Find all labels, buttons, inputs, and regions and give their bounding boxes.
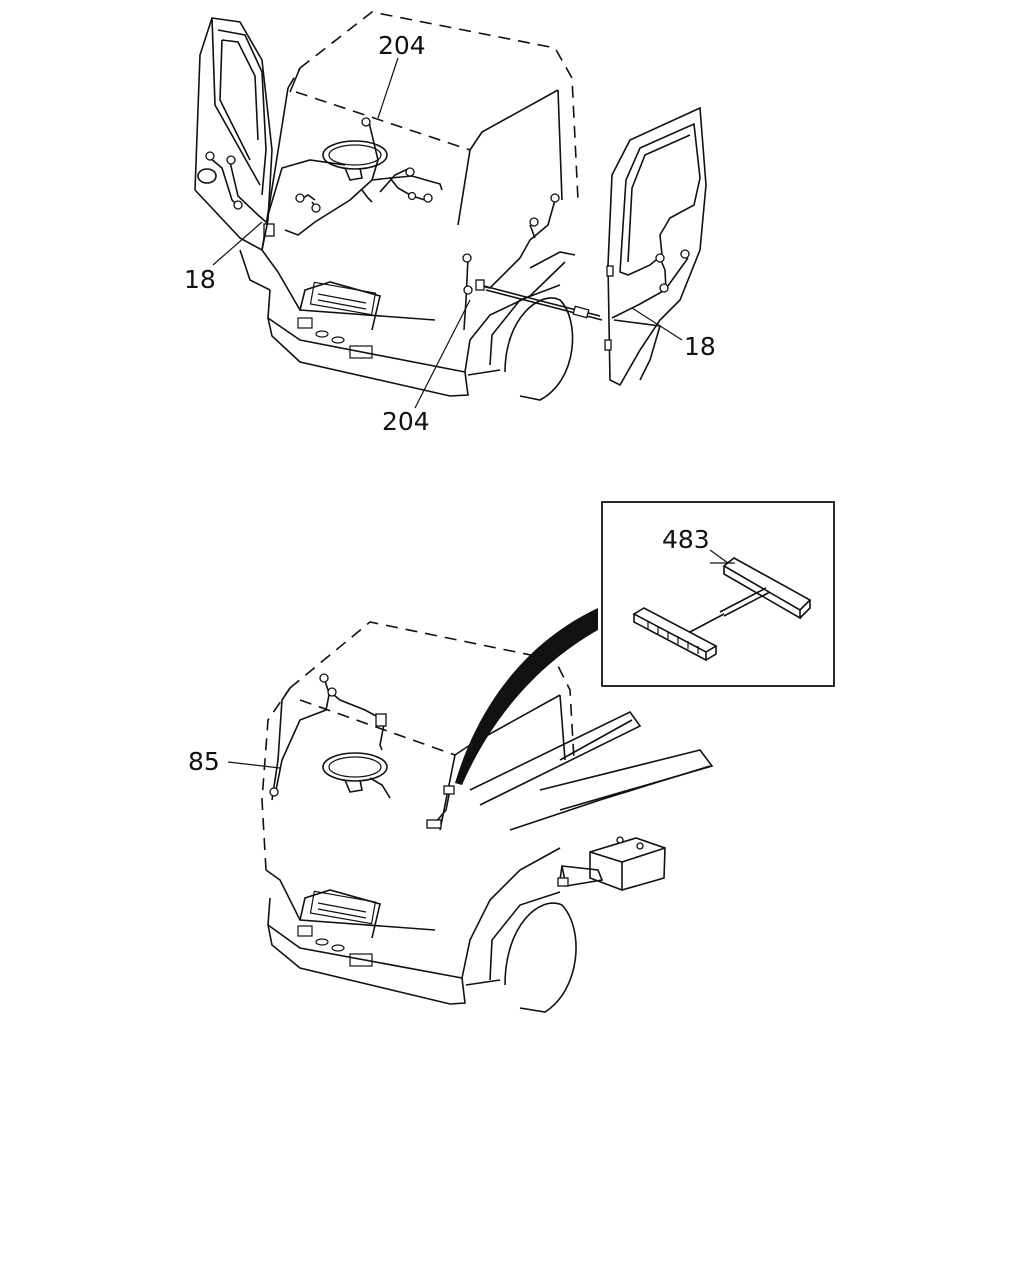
callout-204-lower: 204 — [382, 407, 430, 436]
top-leader-lines — [212, 57, 683, 409]
connector-detail-inset — [601, 501, 835, 687]
top-cab-illustration — [194, 11, 707, 401]
detail-magnifier-wedge — [455, 608, 598, 785]
callout-483: 483 — [662, 525, 710, 554]
callout-18-left: 18 — [184, 265, 216, 294]
callout-18-right: 18 — [684, 332, 716, 361]
bottom-cab-illustration — [261, 608, 714, 1013]
bottom-leader-lines — [227, 549, 729, 769]
callout-85: 85 — [188, 747, 220, 776]
callout-204-upper: 204 — [378, 31, 426, 60]
